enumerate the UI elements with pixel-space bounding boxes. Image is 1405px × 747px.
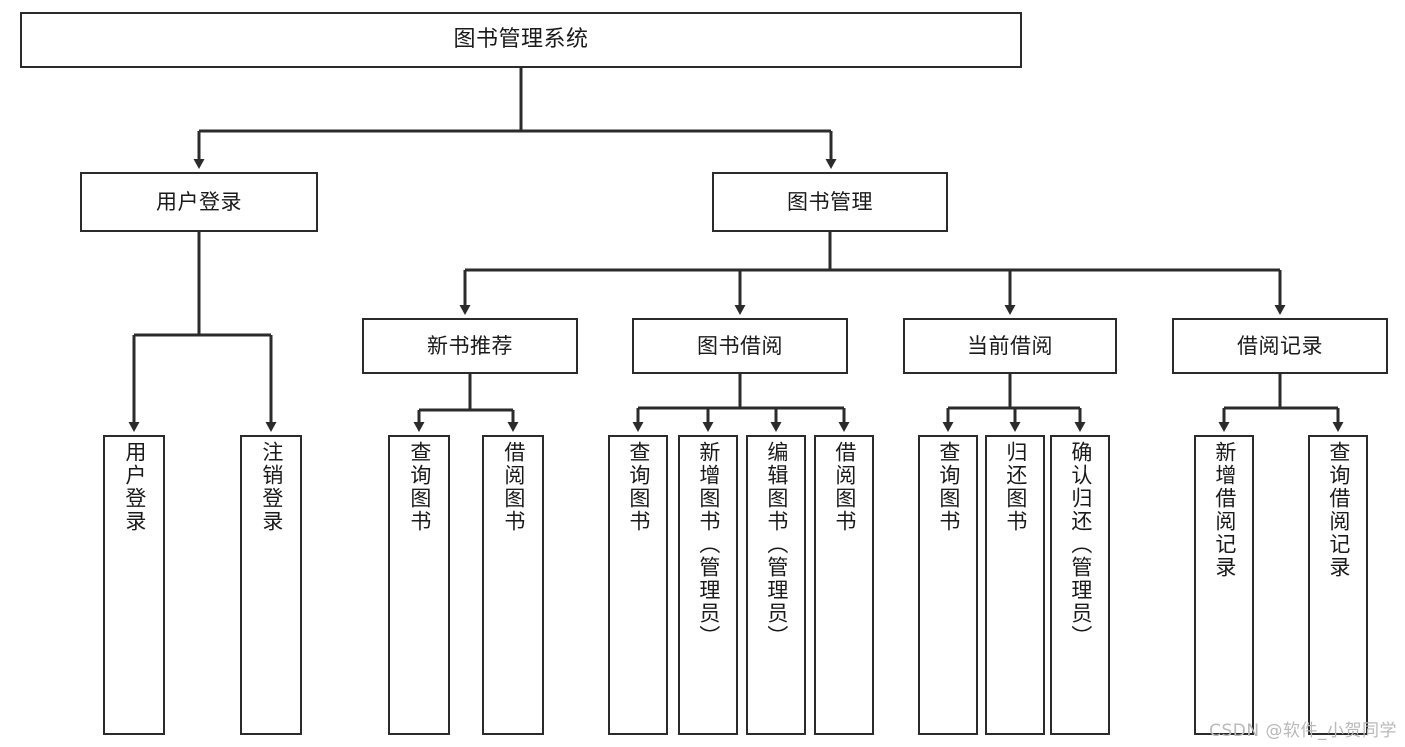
node-user-login[interactable]: 用户登录 (80, 172, 318, 232)
leaf-query-borrow-record-label: 查询借阅记录 (1326, 441, 1351, 579)
leaf-confirm-return-admin[interactable]: 确认归还（管理员） (1050, 435, 1110, 735)
leaf-edit-book-admin[interactable]: 编辑图书（管理员） (746, 435, 806, 735)
leaf-borrow-book-recommend[interactable]: 借阅图书 (482, 435, 544, 735)
node-borrow-record-label: 借阅记录 (1237, 333, 1323, 358)
node-new-book-recommend-label: 新书推荐 (427, 333, 513, 358)
leaf-add-book-admin[interactable]: 新增图书（管理员） (678, 435, 738, 735)
leaf-borrow-book[interactable]: 借阅图书 (814, 435, 874, 735)
node-borrow-record[interactable]: 借阅记录 (1172, 318, 1388, 374)
node-root-label: 图书管理系统 (453, 27, 589, 53)
node-book-manage-label: 图书管理 (787, 189, 873, 214)
leaf-query-book-borrow-label: 查询图书 (626, 441, 651, 533)
leaf-query-book-current[interactable]: 查询图书 (918, 435, 978, 735)
leaf-query-book-recommend[interactable]: 查询图书 (388, 435, 450, 735)
node-root[interactable]: 图书管理系统 (20, 12, 1022, 68)
leaf-return-book-label: 归还图书 (1003, 441, 1028, 533)
leaf-query-book-recommend-label: 查询图书 (407, 441, 432, 533)
node-new-book-recommend[interactable]: 新书推荐 (362, 318, 578, 374)
leaf-add-borrow-record-label: 新增借阅记录 (1212, 441, 1237, 579)
leaf-user-login[interactable]: 用户登录 (103, 435, 165, 735)
leaf-return-book[interactable]: 归还图书 (985, 435, 1045, 735)
csdn-watermark: CSDN @软件_小贺同学 (1209, 721, 1397, 741)
node-user-login-label: 用户登录 (156, 189, 242, 214)
node-book-borrow[interactable]: 图书借阅 (632, 318, 848, 374)
leaf-confirm-return-admin-label: 确认归还（管理员） (1068, 441, 1093, 648)
leaf-add-borrow-record[interactable]: 新增借阅记录 (1194, 435, 1254, 735)
leaf-query-book-current-label: 查询图书 (936, 441, 961, 533)
leaf-add-book-admin-label: 新增图书（管理员） (696, 441, 721, 648)
leaf-user-logout[interactable]: 注销登录 (240, 435, 302, 735)
node-book-manage[interactable]: 图书管理 (712, 172, 948, 232)
leaf-borrow-book-label: 借阅图书 (832, 441, 857, 533)
leaf-borrow-book-recommend-label: 借阅图书 (501, 441, 526, 533)
leaf-user-logout-label: 注销登录 (259, 441, 284, 533)
leaf-query-borrow-record[interactable]: 查询借阅记录 (1308, 435, 1368, 735)
node-current-borrow[interactable]: 当前借阅 (903, 318, 1117, 374)
node-current-borrow-label: 当前借阅 (967, 333, 1053, 358)
leaf-user-login-label: 用户登录 (122, 441, 147, 533)
leaf-edit-book-admin-label: 编辑图书（管理员） (764, 441, 789, 648)
node-book-borrow-label: 图书借阅 (697, 333, 783, 358)
leaf-query-book-borrow[interactable]: 查询图书 (608, 435, 668, 735)
